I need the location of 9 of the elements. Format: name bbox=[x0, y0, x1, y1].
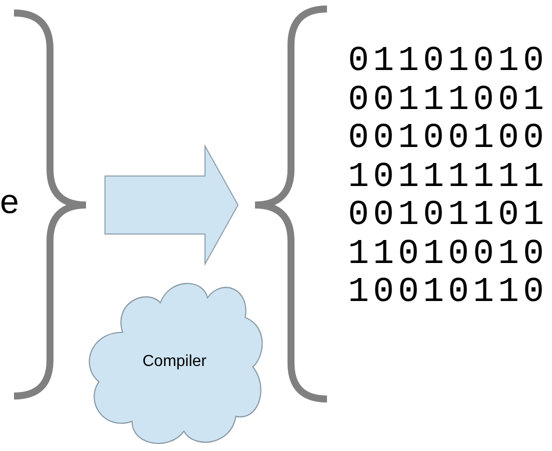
binary-code-line: 11010010 bbox=[348, 234, 548, 272]
binary-code-line: 00111001 bbox=[348, 80, 548, 118]
text-fragment: e bbox=[0, 183, 19, 222]
binary-code-line: 10010110 bbox=[348, 273, 548, 311]
binary-code-line: 10111111 bbox=[348, 158, 548, 196]
binary-code-line: 00100100 bbox=[348, 119, 548, 157]
node-label: Compiler bbox=[141, 353, 208, 371]
binary-code-line: 01101010 bbox=[348, 42, 548, 80]
binary-code-line: 00101101 bbox=[348, 196, 548, 234]
